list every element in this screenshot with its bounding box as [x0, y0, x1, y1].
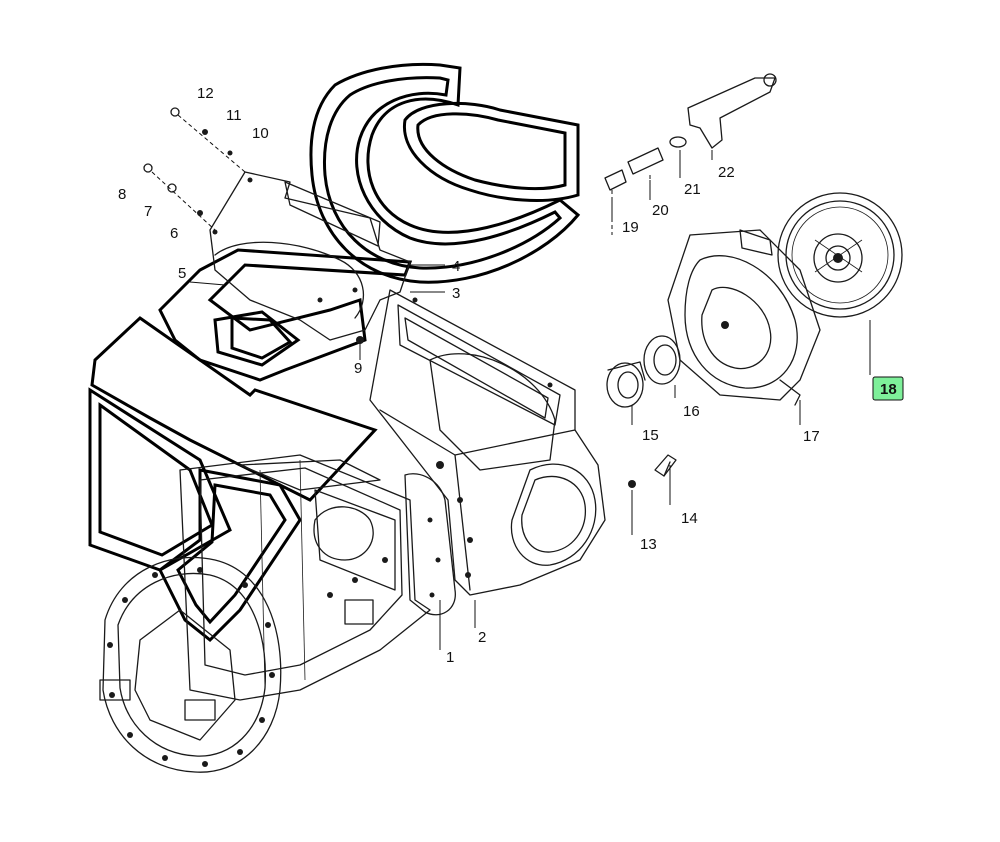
part-label-18[interactable]: 18 — [880, 381, 897, 398]
part-label-13[interactable]: 13 — [640, 536, 657, 553]
part-label-3[interactable]: 3 — [452, 285, 460, 302]
part-labels: 1 2 3 4 5 6 7 8 9 10 11 12 13 14 15 16 1… — [118, 85, 904, 666]
part-label-8[interactable]: 8 — [118, 186, 126, 203]
front-flange — [99, 556, 282, 773]
leader-lines — [189, 150, 871, 650]
part-label-17[interactable]: 17 — [803, 428, 820, 445]
washer-13 — [628, 480, 636, 488]
clutch-disc — [777, 192, 903, 318]
part-label-7[interactable]: 7 — [144, 203, 152, 220]
bolt-14 — [654, 454, 677, 477]
part-label-5[interactable]: 5 — [178, 265, 186, 282]
part-label-16[interactable]: 16 — [683, 403, 700, 420]
part-label-22[interactable]: 22 — [718, 164, 735, 181]
seal-ring — [643, 335, 681, 385]
part-label-21[interactable]: 21 — [684, 181, 701, 198]
part-label-14[interactable]: 14 — [681, 510, 698, 527]
gasket-plate — [404, 473, 456, 616]
part-label-10[interactable]: 10 — [252, 125, 269, 142]
part-label-15[interactable]: 15 — [642, 427, 659, 444]
part-label-1[interactable]: 1 — [446, 649, 454, 666]
part-label-12[interactable]: 12 — [197, 85, 214, 102]
release-bearing — [606, 361, 646, 408]
part-label-19[interactable]: 19 — [622, 219, 639, 236]
part-label-6[interactable]: 6 — [170, 225, 178, 242]
part-label-20[interactable]: 20 — [652, 202, 669, 219]
shift-fork-assembly — [604, 73, 777, 235]
part-label-2[interactable]: 2 — [478, 629, 486, 646]
cover-plate — [209, 171, 411, 341]
watermark-logo — [88, 62, 581, 643]
part-label-4[interactable]: 4 — [452, 258, 460, 275]
part-label-11[interactable]: 11 — [226, 107, 242, 124]
pressure-plate — [667, 229, 821, 406]
part-label-18-box[interactable]: 18 — [872, 376, 904, 401]
gearbox-housing — [179, 454, 431, 701]
clutch-bell-housing — [369, 289, 606, 596]
part-label-9[interactable]: 9 — [354, 360, 362, 377]
